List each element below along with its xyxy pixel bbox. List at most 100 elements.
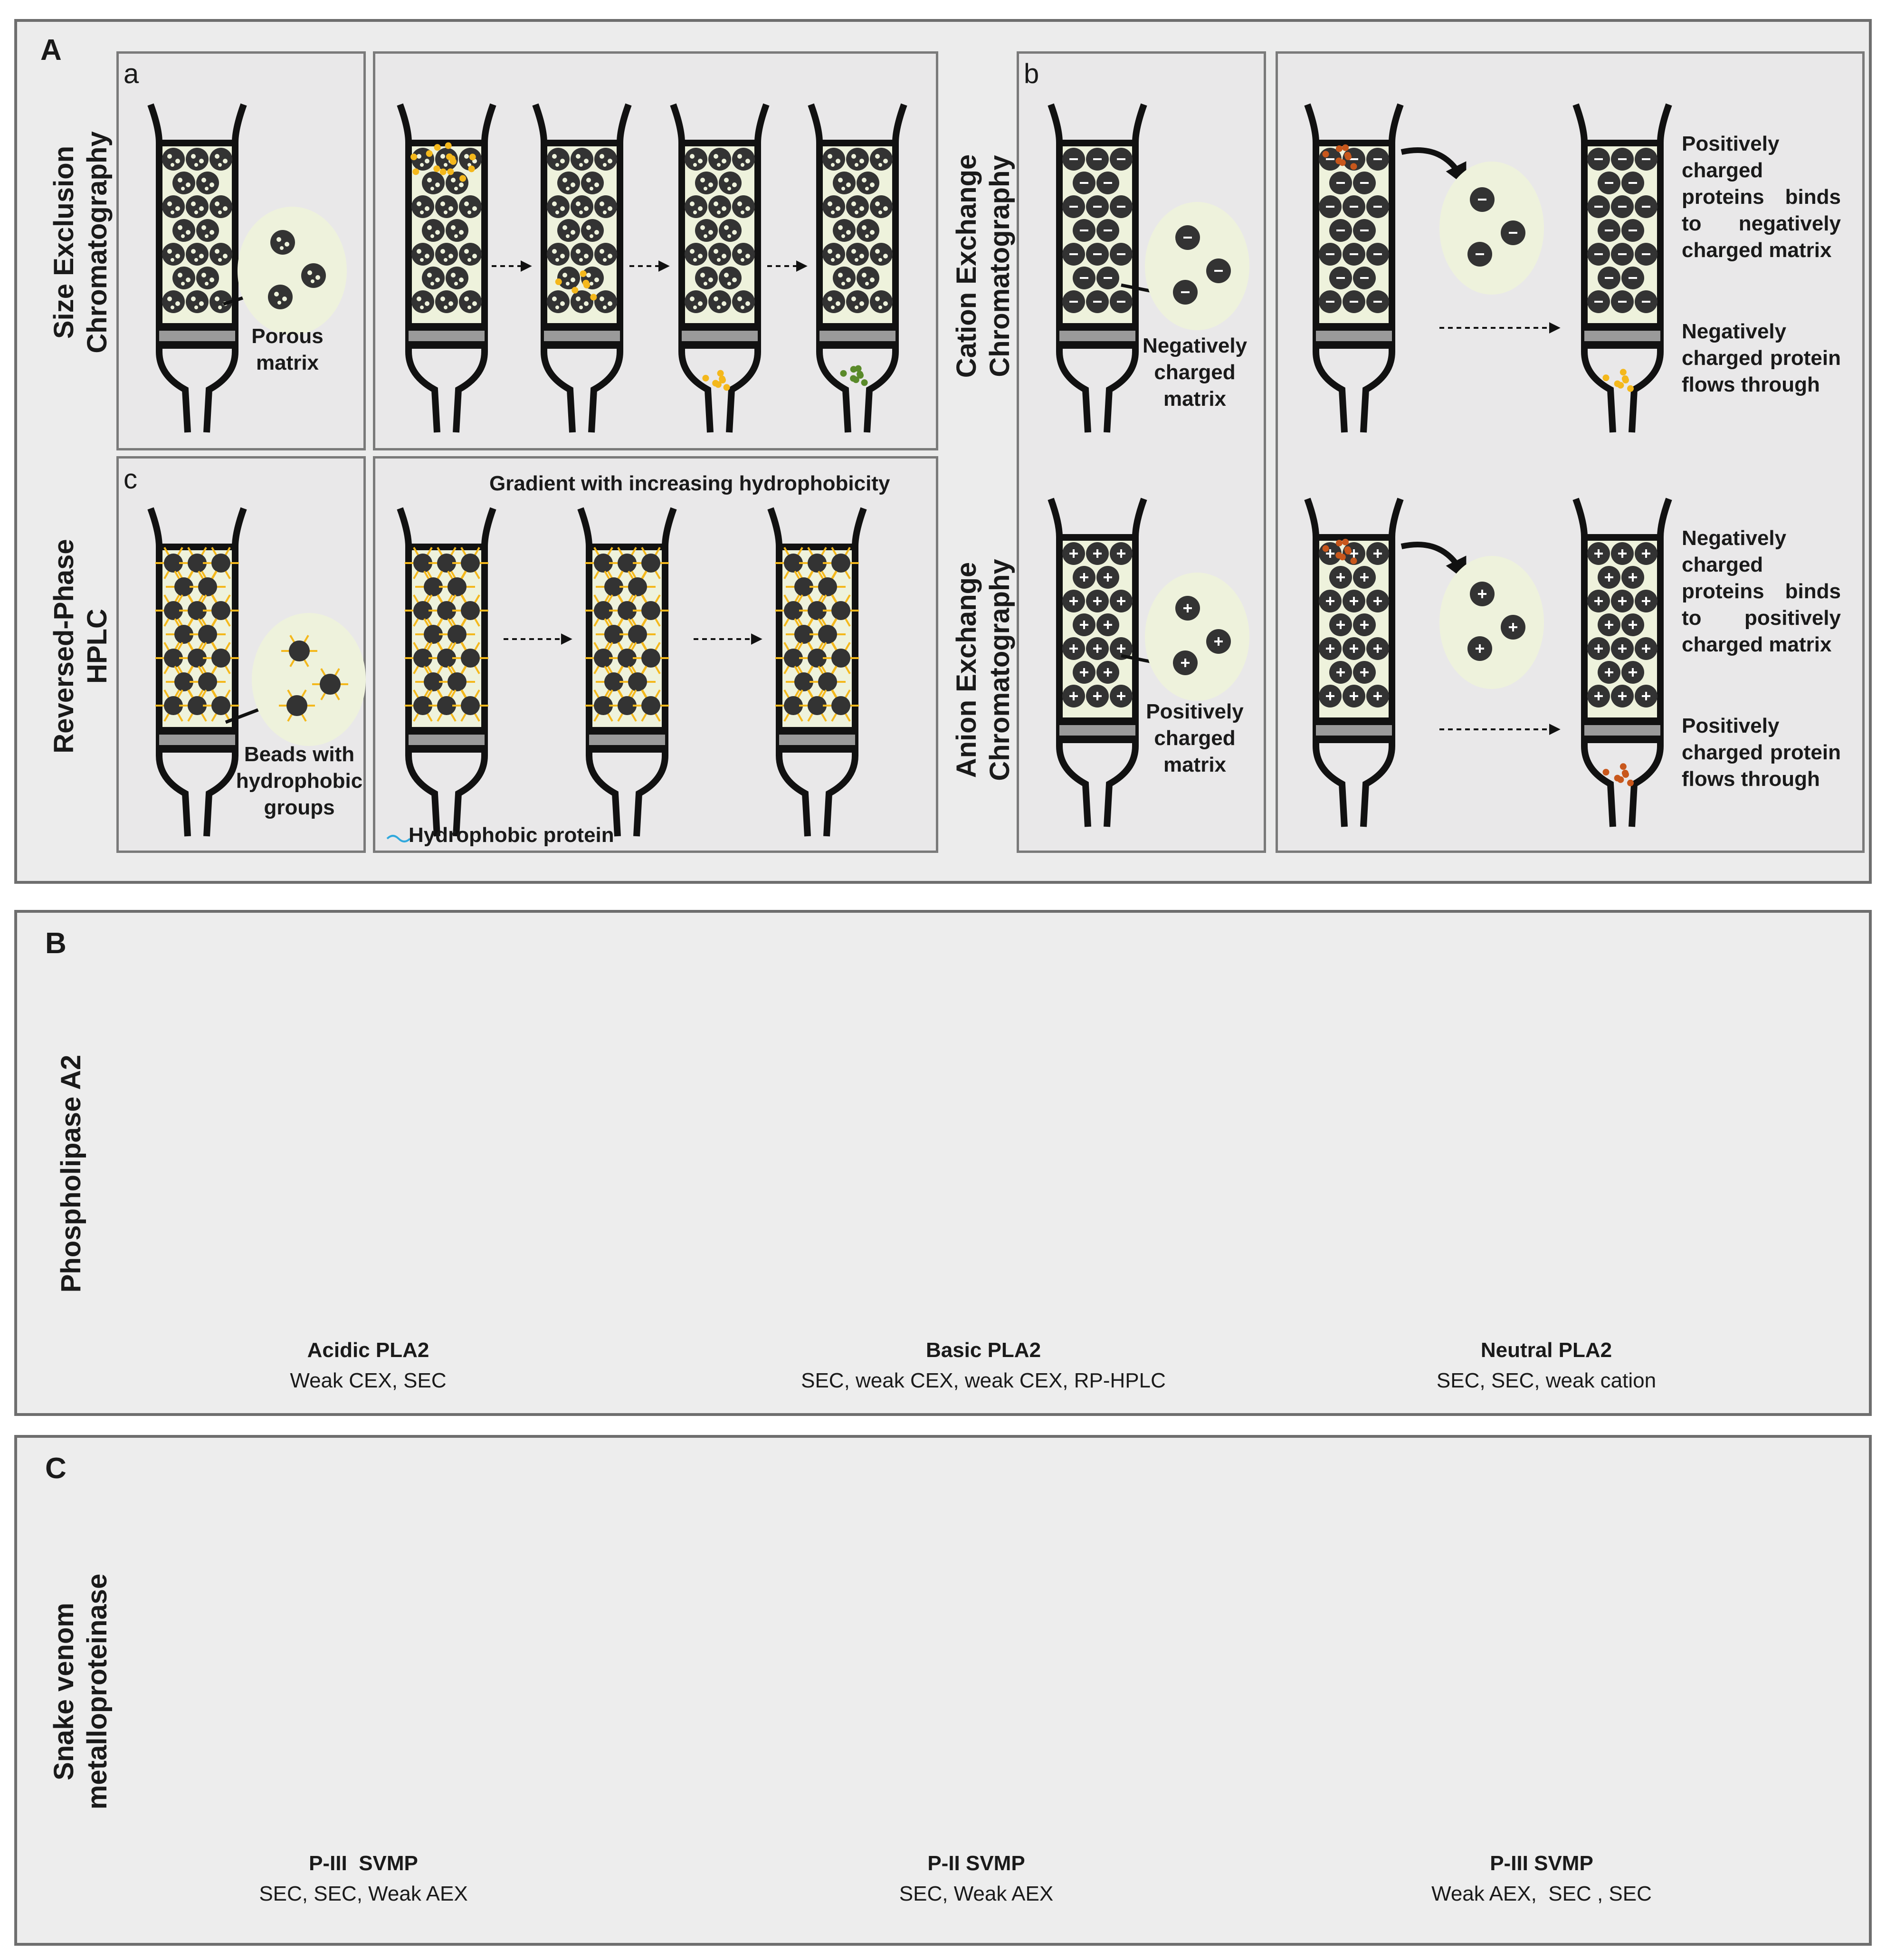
protein-dot	[590, 294, 597, 301]
porous-bead	[870, 195, 893, 218]
magnified-inset	[1145, 573, 1249, 701]
anion-flow-text: Positively charged protein flows through	[1682, 714, 1841, 791]
porous-bead	[547, 243, 570, 266]
porous-bead	[557, 267, 580, 289]
porous-bead	[186, 195, 209, 218]
porous-bead	[822, 243, 845, 266]
svmp-name-1: P-III SVMP	[309, 1852, 418, 1875]
pla2-name-1: Acidic PLA2	[307, 1339, 429, 1362]
porous-bead	[435, 290, 458, 313]
porous-bead	[685, 290, 707, 313]
cation-flow-text: Negatively charged protein flows through	[1682, 320, 1841, 396]
hydrophobic-bead	[424, 672, 443, 691]
panel-b-label: B	[45, 927, 67, 960]
porous-bead	[446, 172, 468, 194]
hydrophobic-bead	[604, 672, 623, 691]
pla2-methods-3: SEC, SEC, weak cation	[1436, 1369, 1657, 1392]
pla2-methods-1: Weak CEX, SEC	[290, 1369, 447, 1392]
porous-bead	[833, 267, 856, 289]
hydrophobic-bead	[618, 696, 637, 715]
hydrophobic-bead	[164, 696, 183, 715]
porous-bead	[547, 195, 570, 218]
porous-bead	[846, 148, 869, 171]
hydrophobic-bead	[461, 649, 480, 668]
protein-dot	[1602, 374, 1610, 382]
hydrophobic-bead	[594, 696, 613, 715]
protein-dot	[469, 153, 476, 161]
column	[670, 103, 770, 433]
porous-bead	[210, 148, 232, 171]
subpanel-c-letter: c	[124, 464, 137, 495]
porous-bead	[822, 290, 845, 313]
hydrophobic-bead	[289, 641, 310, 661]
porous-bead	[411, 290, 434, 313]
hydrophobic-bead	[794, 625, 813, 644]
beads-caption: Beads with hydrophobic groups	[236, 743, 363, 819]
hydrophobic-bead	[198, 672, 217, 691]
porous-bead	[210, 290, 232, 313]
hydrophobic-bead	[413, 554, 432, 573]
protein-dot	[1617, 776, 1624, 783]
porous-bead	[870, 290, 893, 313]
porous-bead	[435, 243, 458, 266]
porous-bead	[196, 172, 219, 194]
hydrophobic-bead	[413, 649, 432, 668]
porous-bead	[695, 219, 718, 242]
porous-bead	[162, 243, 185, 266]
porous-bead	[435, 148, 458, 171]
protein-dot	[1335, 539, 1343, 546]
hydrophobic-bead	[188, 649, 207, 668]
protein-dot	[852, 376, 859, 383]
porous-bead	[581, 219, 604, 242]
porous-matrix-caption: Porous matrix	[251, 325, 324, 374]
porous-bead	[833, 219, 856, 242]
hydrophobic-bead	[198, 625, 217, 644]
porous-bead	[301, 263, 326, 288]
protein-dot	[723, 384, 730, 391]
porous-bead	[732, 195, 755, 218]
porous-bead	[695, 172, 718, 194]
protein-dot	[434, 144, 441, 151]
porous-bead	[719, 172, 742, 194]
svmp-methods-1: SEC, SEC, Weak AEX	[259, 1882, 468, 1905]
hydrophobic-bead	[188, 601, 207, 620]
porous-bead	[857, 267, 879, 289]
hydrophobic-bead	[618, 649, 637, 668]
protein-dot	[1335, 145, 1343, 152]
hydrophobic-bead	[831, 601, 850, 620]
panel-c-label: C	[45, 1452, 67, 1485]
svmp-name-3: P-III SVMP	[1490, 1852, 1593, 1875]
porous-bead	[162, 290, 185, 313]
magnified-inset	[252, 613, 366, 746]
hydrophobic-bead	[320, 674, 341, 695]
porous-bead	[172, 219, 195, 242]
hydrophobic-bead	[831, 649, 850, 668]
hydrophobic-bead	[628, 672, 647, 691]
protein-dot	[1339, 554, 1346, 561]
porous-bead	[162, 195, 185, 218]
protein-dot	[717, 370, 724, 377]
porous-bead	[422, 267, 445, 289]
svmp-caption-2: P-II SVMP SEC, Weak AEX	[899, 1848, 1053, 1909]
hydrophobic-bead	[641, 601, 660, 620]
porous-bead	[210, 243, 232, 266]
porous-bead	[732, 148, 755, 171]
porous-bead	[846, 290, 869, 313]
protein-dot	[572, 287, 579, 294]
svmp-caption-3: P-III SVMP Weak AEX, SEC , SEC	[1431, 1848, 1652, 1909]
hydrophobic-bead	[618, 554, 637, 573]
column	[1304, 497, 1404, 827]
protein-dot	[582, 279, 590, 287]
porous-bead	[196, 219, 219, 242]
protein-dot	[1621, 375, 1629, 382]
hydrophobic-bead	[211, 696, 230, 715]
hydrophobic-bead	[831, 696, 850, 715]
column	[1048, 497, 1147, 827]
svmp-caption-1: P-III SVMP SEC, SEC, Weak AEX	[259, 1848, 467, 1909]
pos-matrix-caption: Positively charged matrix	[1146, 700, 1244, 776]
svmp-name-2: P-II SVMP	[927, 1852, 1025, 1875]
protein-dot	[1342, 538, 1349, 545]
porous-bead	[268, 285, 293, 309]
neg-matrix-caption: Negatively charged matrix	[1142, 334, 1248, 411]
protein-dot	[459, 175, 467, 182]
